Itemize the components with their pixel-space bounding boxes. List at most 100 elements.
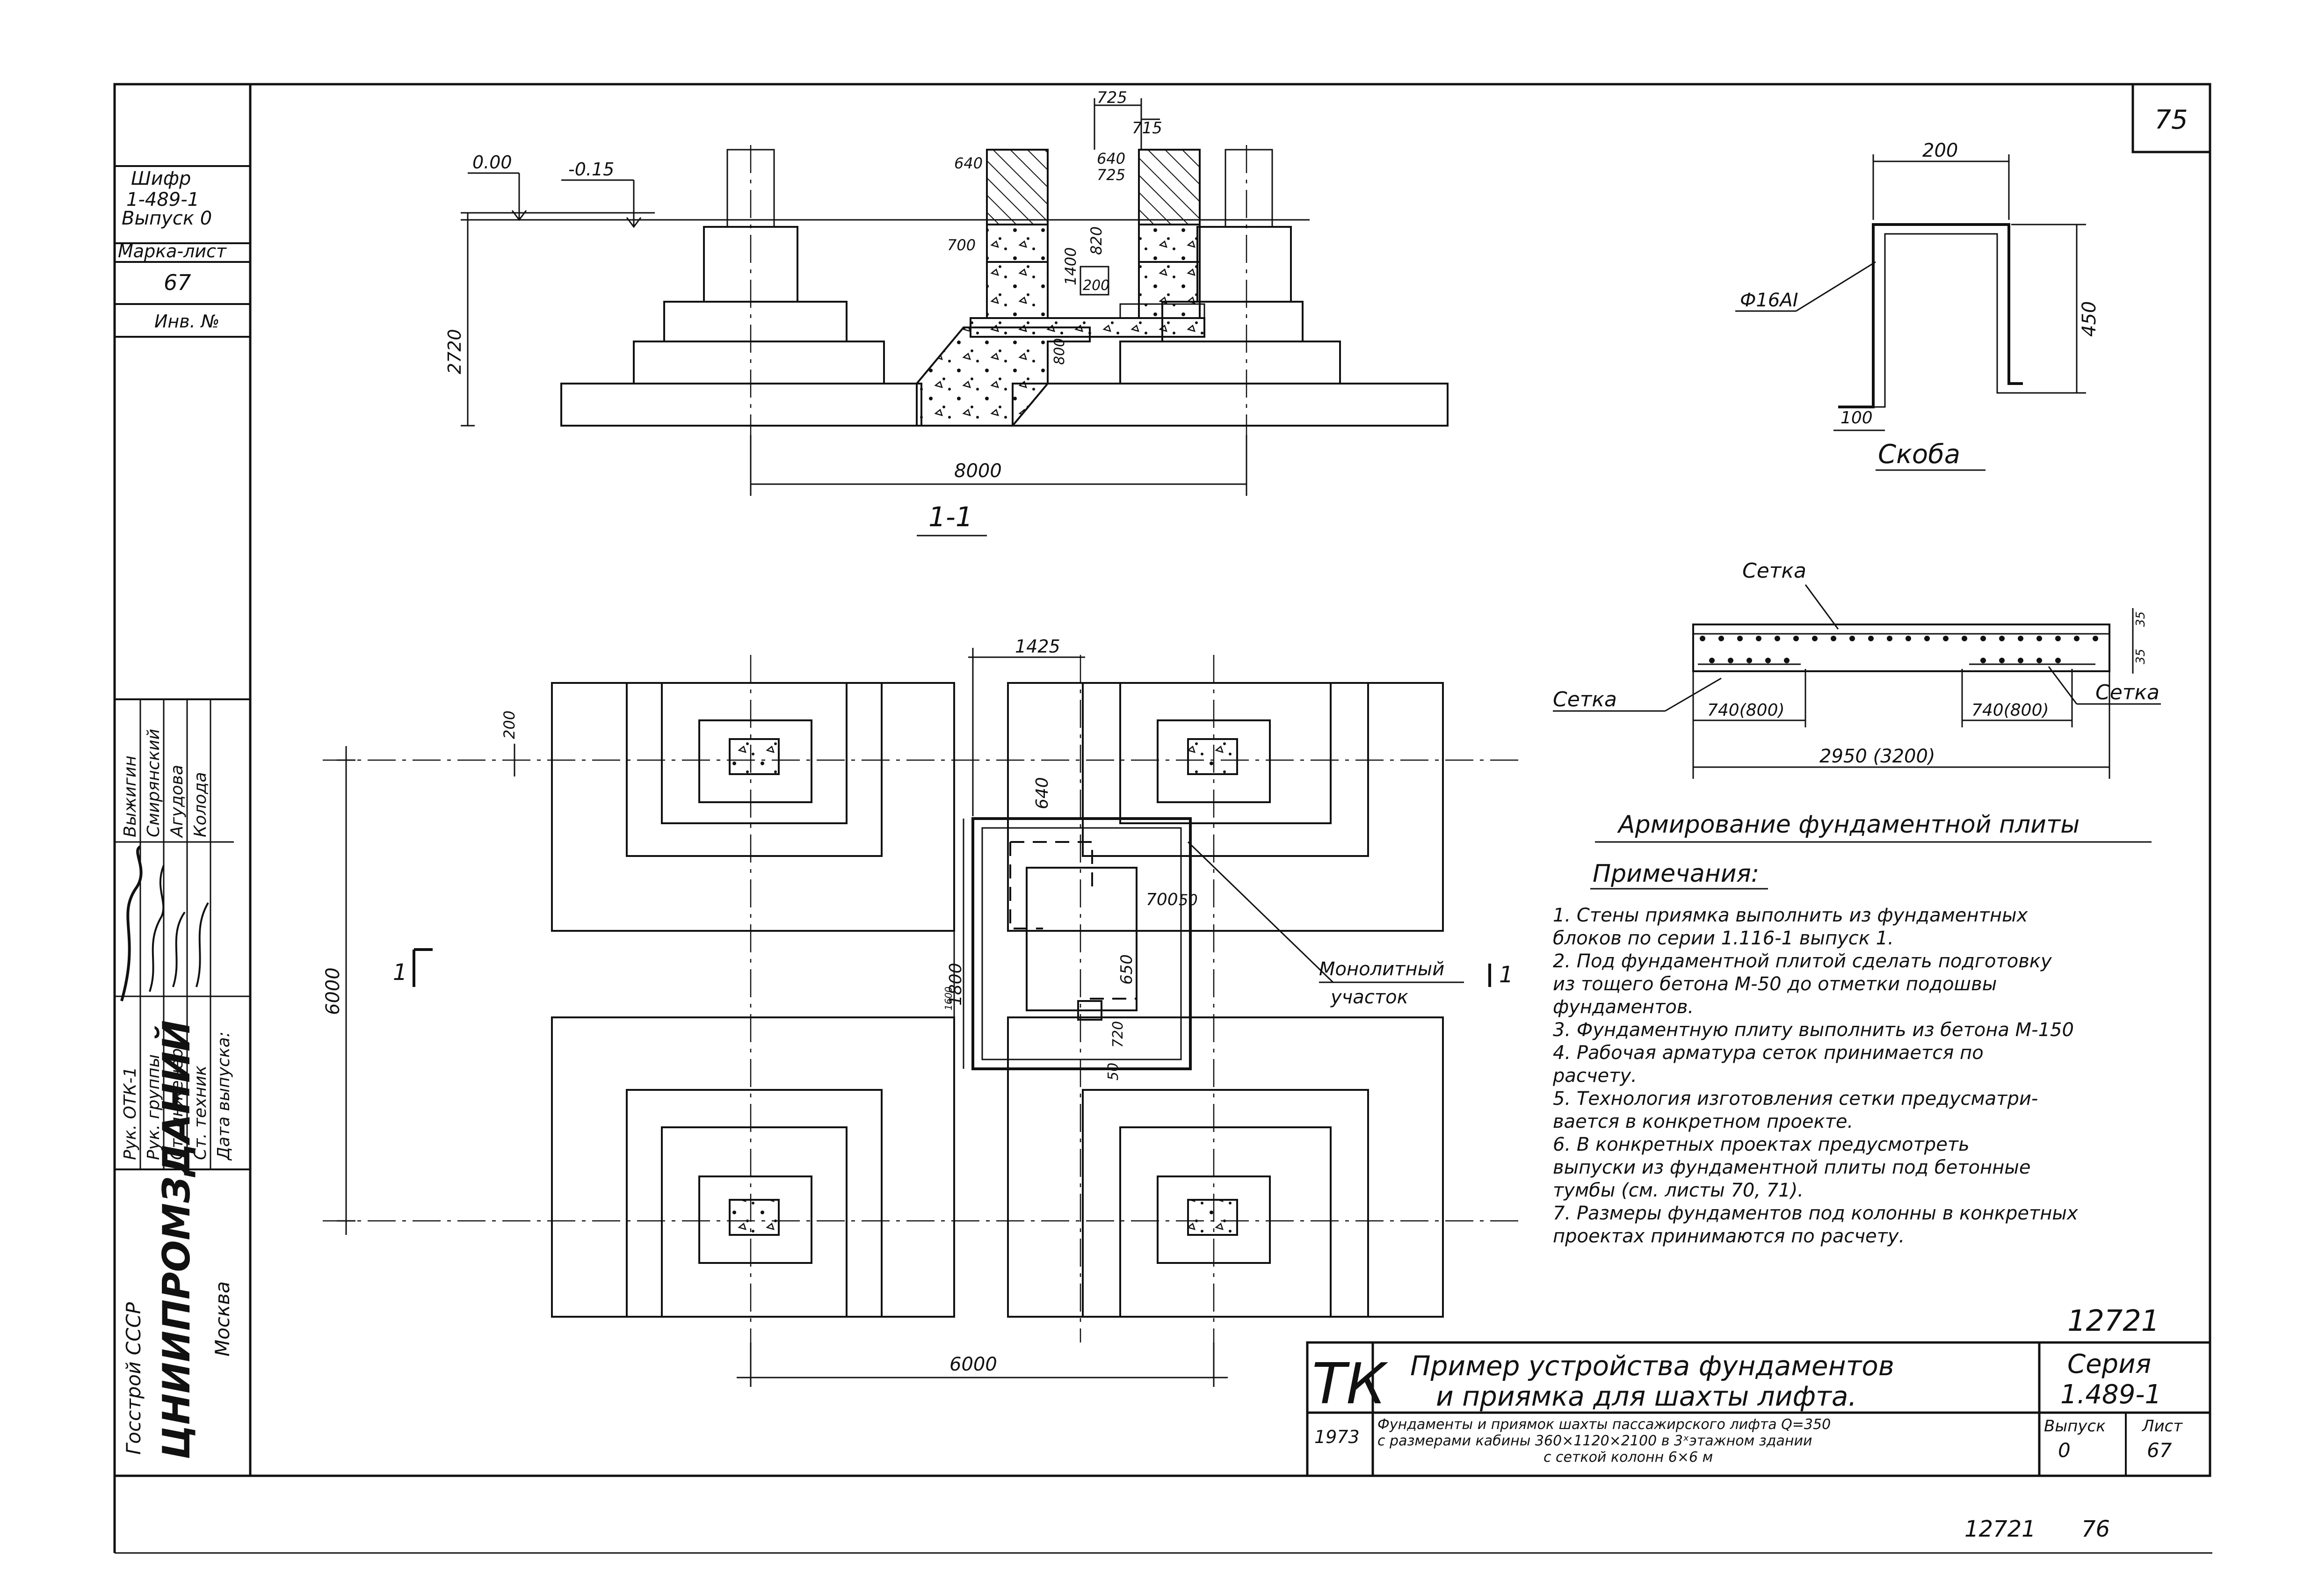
org-name: ЦНИИПРОМЗДАНИЙ <box>154 1020 198 1459</box>
sheet-frame <box>113 83 2212 1554</box>
dim-700-plan: 700 <box>1146 890 1178 909</box>
rebar-dot <box>1868 636 1874 641</box>
mesh-dim-total: 2950 (3200) <box>1819 746 1935 767</box>
dim-1800-plan: 1800 <box>946 963 965 1006</box>
rebar-dot <box>1784 658 1790 663</box>
mesh-dim-left: 740(800) <box>1707 701 1785 720</box>
dim-50-plan: 50 <box>1179 891 1198 909</box>
notes-title: Примечания: <box>1593 860 1759 888</box>
name-3: Агудова <box>167 765 187 838</box>
rebar-dot <box>2018 658 2023 663</box>
role-1: Рук. ОТК-1 <box>121 1067 140 1160</box>
dim-1600-plan: 1600 <box>943 987 954 1010</box>
dim-2720: 2720 <box>444 329 465 374</box>
note-line: 4. Рабочая арматура сеток принимается по <box>1553 1042 1984 1064</box>
sheet-value: 67 <box>2147 1439 2172 1462</box>
rebar-dot <box>1737 636 1743 641</box>
dim-200-plan: 200 <box>500 711 518 739</box>
rebar-dot <box>1980 658 1986 663</box>
dim-640-right: 640 <box>1097 150 1125 167</box>
desc-2: с размерами кабины 360×1120×2100 в 3ˣэта… <box>1377 1433 1812 1449</box>
rebar-dot <box>1765 658 1771 663</box>
note-line: 6. В конкретных проектах предусмотреть <box>1553 1134 1970 1155</box>
dim-725: 725 <box>1097 88 1127 107</box>
bracket-dim-450: 450 <box>2079 301 2100 337</box>
section-title: 1-1 <box>928 501 973 533</box>
rebar-dot <box>2055 636 2061 641</box>
mesh-dim-35a: 35 <box>2134 611 2148 627</box>
tk-mark: ТК <box>1312 1352 1388 1417</box>
bottom-page: 76 <box>2081 1516 2110 1542</box>
dim-50b-plan: 50 <box>1105 1063 1122 1081</box>
rebar-dot <box>1849 636 1855 641</box>
rebar-dot <box>1775 636 1780 641</box>
role-2: Рук. группы <box>144 1054 163 1160</box>
section-mark-right: 1 <box>1499 962 1514 988</box>
mesh-top: Сетка <box>1742 559 1806 583</box>
bracket-dim-200: 200 <box>1922 140 1958 161</box>
signatures <box>120 845 209 1001</box>
dim-6000-horizontal: 6000 <box>949 1354 997 1375</box>
rebar-dot <box>1999 658 2005 663</box>
bracket-drawing <box>1735 154 2086 471</box>
name-1: Выжигин <box>121 755 140 837</box>
dim-640-plan: 640 <box>1033 777 1052 809</box>
dim-6000-vertical: 6000 <box>322 967 344 1015</box>
role-5: Дата выпуска: <box>214 1031 233 1161</box>
sheet-label: Лист <box>2141 1417 2183 1436</box>
issue-value: 0 <box>2058 1439 2071 1462</box>
rebar-dot <box>1906 636 1911 641</box>
rebar-dot <box>2018 636 2023 641</box>
rebar-dot <box>2093 636 2098 641</box>
mesh-dim-35b: 35 <box>2134 649 2148 664</box>
rebar-dot <box>1746 658 1752 663</box>
name-2: Смирянский <box>144 729 163 837</box>
dim-level-0: 0.00 <box>472 152 512 173</box>
dim-8000-section: 8000 <box>954 460 1002 482</box>
title-block <box>1306 1341 2211 1477</box>
desc-3: с сеткой колонн 6×6 м <box>1543 1449 1713 1465</box>
rebar-dot <box>1924 636 1930 641</box>
rebar-dot <box>1700 636 1705 641</box>
note-line: тумбы (см. листы 70, 71). <box>1553 1180 1804 1201</box>
mesh-dim-right: 740(800) <box>1971 701 2049 720</box>
dim-820: 820 <box>1087 226 1105 255</box>
rebar-dot <box>1728 658 1733 663</box>
inv-label: Инв. № <box>154 311 219 332</box>
note-line: из тощего бетона М-50 до отметки подошвы <box>1553 973 1997 995</box>
bracket-bar: Ф16АI <box>1740 290 1798 311</box>
note-line: расчету. <box>1552 1065 1637 1087</box>
rebar-dot <box>2074 636 2080 641</box>
dim-700: 700 <box>947 236 976 254</box>
dim-720-plan: 720 <box>1110 1021 1126 1048</box>
series-label: Серия <box>2067 1349 2151 1379</box>
note-line: фундаментов. <box>1553 996 1694 1018</box>
mark-label: Марка-лист <box>118 241 227 261</box>
note-line: вается в конкретном проекте. <box>1553 1111 1853 1132</box>
rebar-dot <box>1756 636 1761 641</box>
monolith-label-2: участок <box>1330 987 1408 1008</box>
rebar-dot <box>2036 636 2042 641</box>
names-column: Выжигин Смирянский Агудова Колода <box>121 729 210 838</box>
rebar-dot <box>1980 636 1986 641</box>
dim-715: 715 <box>1132 119 1162 138</box>
rebar-dot <box>1887 636 1892 641</box>
dim-1400: 1400 <box>1062 247 1080 285</box>
reinforcement-title: Армирование фундаментной плиты <box>1617 811 2080 839</box>
rebar-dot <box>1793 636 1799 641</box>
note-line: 1. Стены приямка выполнить из фундаментн… <box>1553 905 2028 926</box>
bracket-title: Скоба <box>1878 439 1960 470</box>
year: 1973 <box>1314 1427 1360 1447</box>
note-line: 2. Под фундаментной плитой сделать подго… <box>1553 950 2052 972</box>
rebar-dot <box>1962 636 1967 641</box>
role-column: Рук. ОТК-1 Рук. группы Ст. инженер Ст. т… <box>121 1031 233 1161</box>
note-line: проектах принимаются по расчету. <box>1553 1226 1905 1247</box>
org-gosstroy: Госстрой СССР <box>122 1302 145 1455</box>
note-line: 3. Фундаментную плиту выполнить из бетон… <box>1553 1019 2074 1041</box>
rebar-dot <box>2055 658 2061 663</box>
rebar-dot <box>1718 636 1724 641</box>
dim-200-section: 200 <box>1083 277 1109 294</box>
dim-640-left: 640 <box>954 154 983 172</box>
mark-value: 67 <box>164 270 191 295</box>
